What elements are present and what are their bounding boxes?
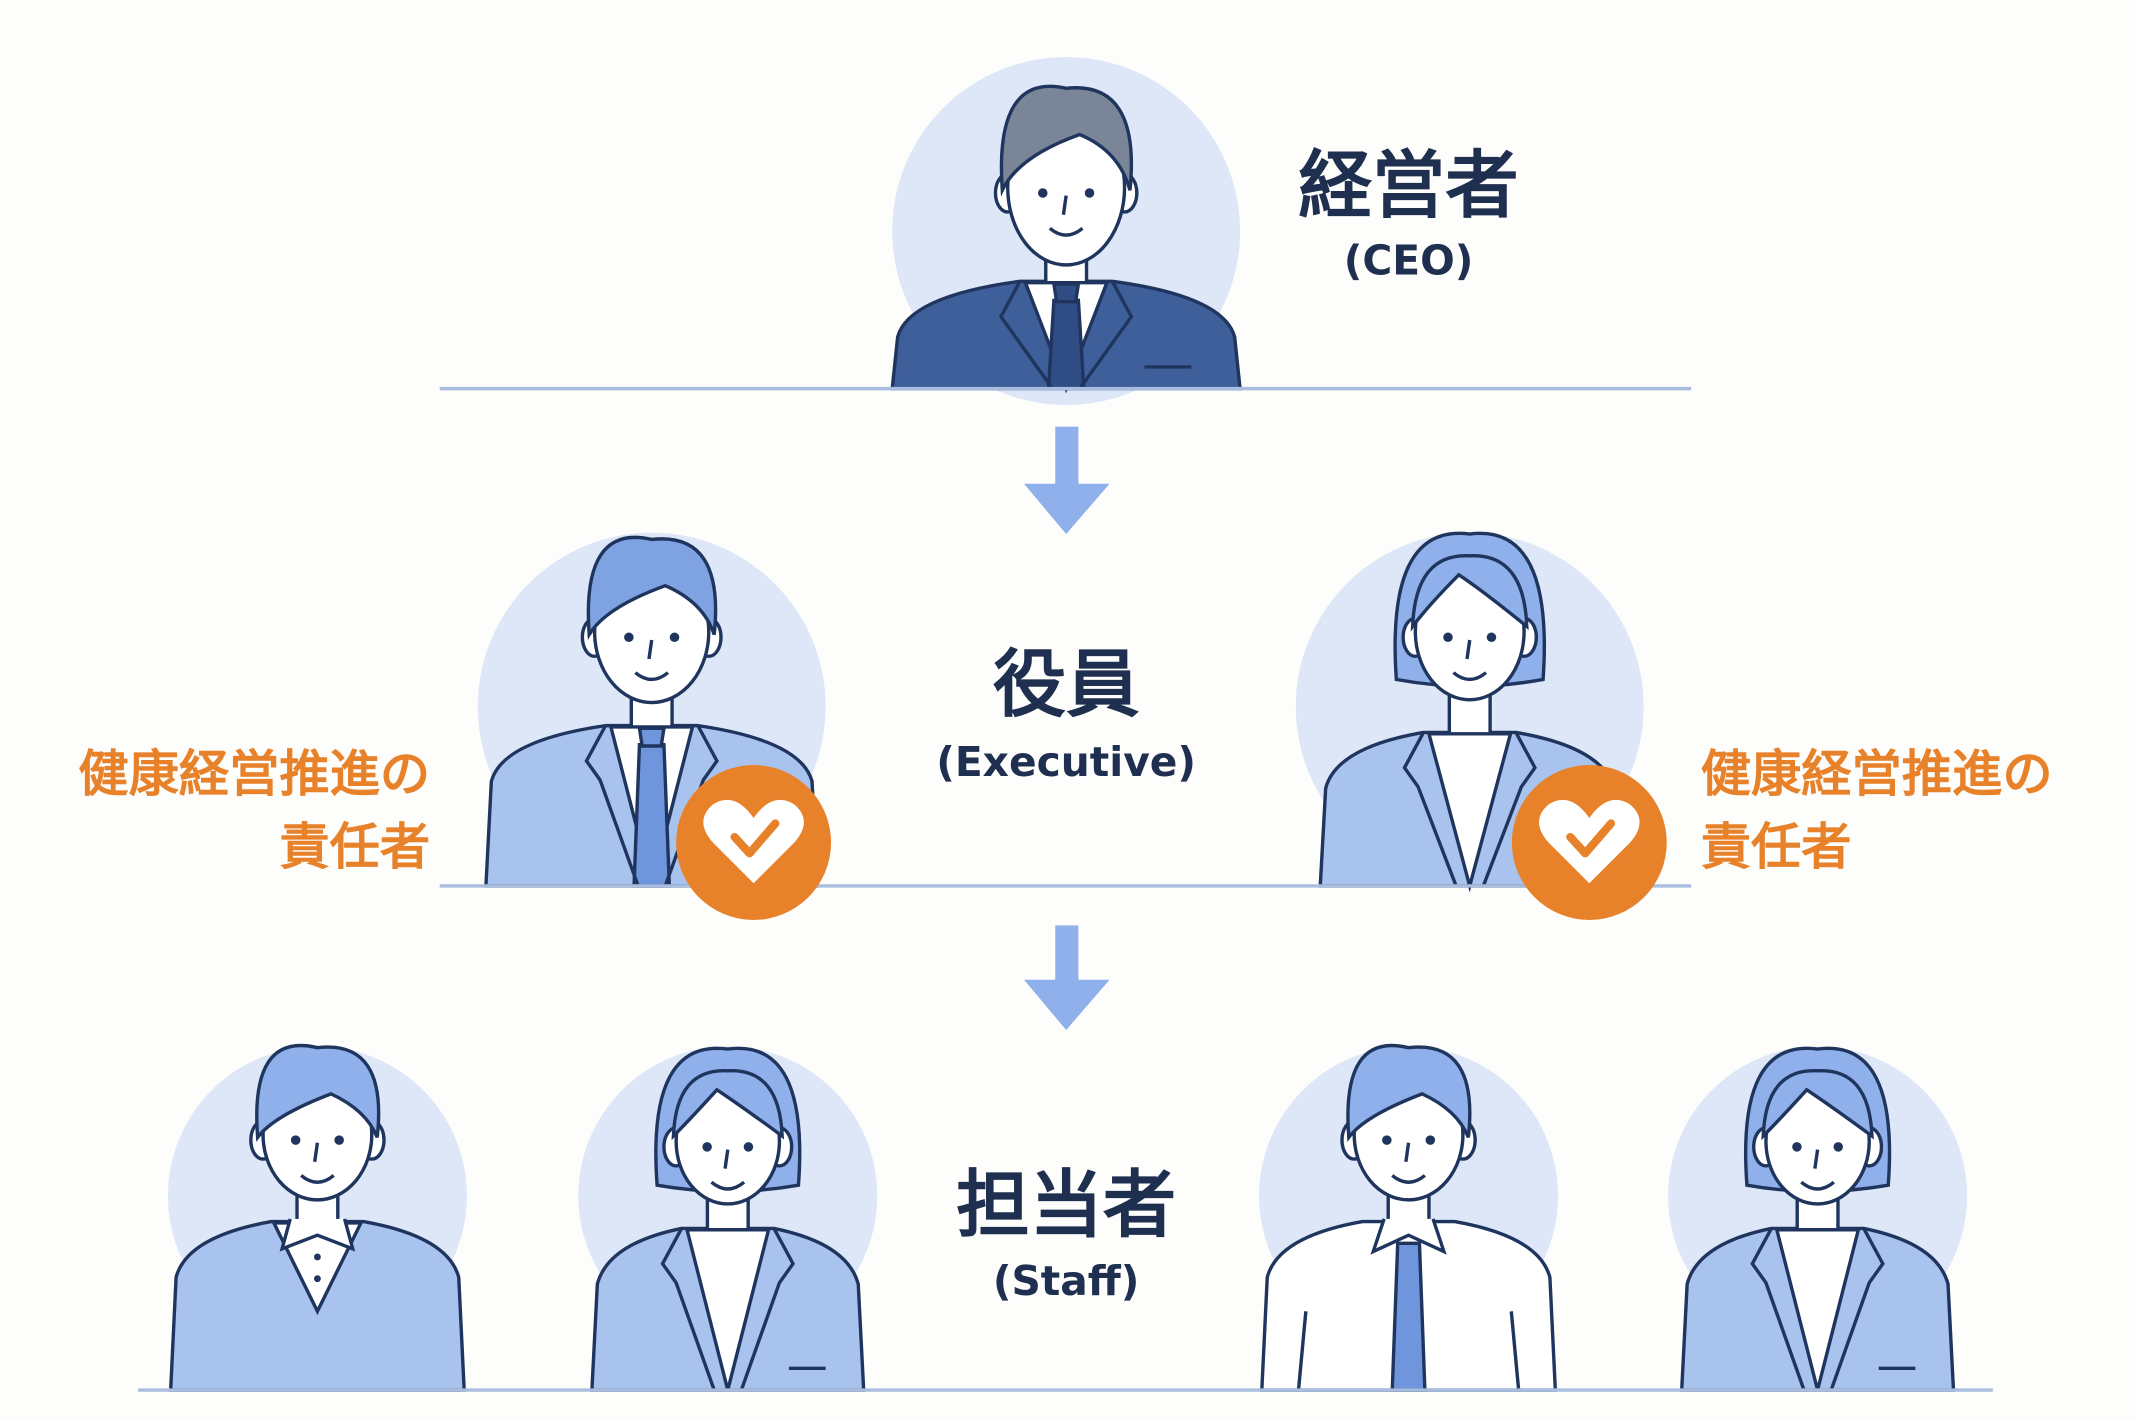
heart-check-icon (676, 765, 832, 920)
staff-avatar-3 (1259, 1043, 1559, 1392)
hair (255, 1043, 381, 1142)
tie (632, 742, 672, 888)
arrow-down-icon (1024, 925, 1110, 1031)
staff-avatar-1 (167, 1043, 467, 1392)
staff-avatar-4 (1668, 1046, 1968, 1392)
hair (586, 535, 718, 641)
health-officer-label-right-line1: 健康経営推進の (1701, 744, 2053, 803)
health-officer-label-left-line2: 責任者 (279, 817, 430, 876)
tie (1046, 298, 1086, 391)
health-officer-label-right-line2: 責任者 (1701, 817, 1852, 876)
ceo-subtitle: (CEO) (1344, 236, 1474, 284)
hair (1346, 1043, 1472, 1142)
executive-subtitle: (Executive) (936, 738, 1196, 786)
arrow-down-icon (1024, 426, 1110, 535)
executive-title: 役員 (993, 642, 1140, 727)
staff-avatar-2 (578, 1046, 878, 1392)
ceo-avatar (890, 57, 1242, 405)
hair (999, 84, 1134, 197)
tie (1390, 1241, 1427, 1392)
staff-title: 担当者 (956, 1163, 1176, 1248)
ceo-title: 経営者 (1299, 144, 1519, 229)
staff-subtitle: (Staff) (993, 1257, 1140, 1305)
heart-check-icon (1511, 765, 1667, 920)
health-officer-label-left-line1: 健康経営推進の (78, 744, 430, 803)
